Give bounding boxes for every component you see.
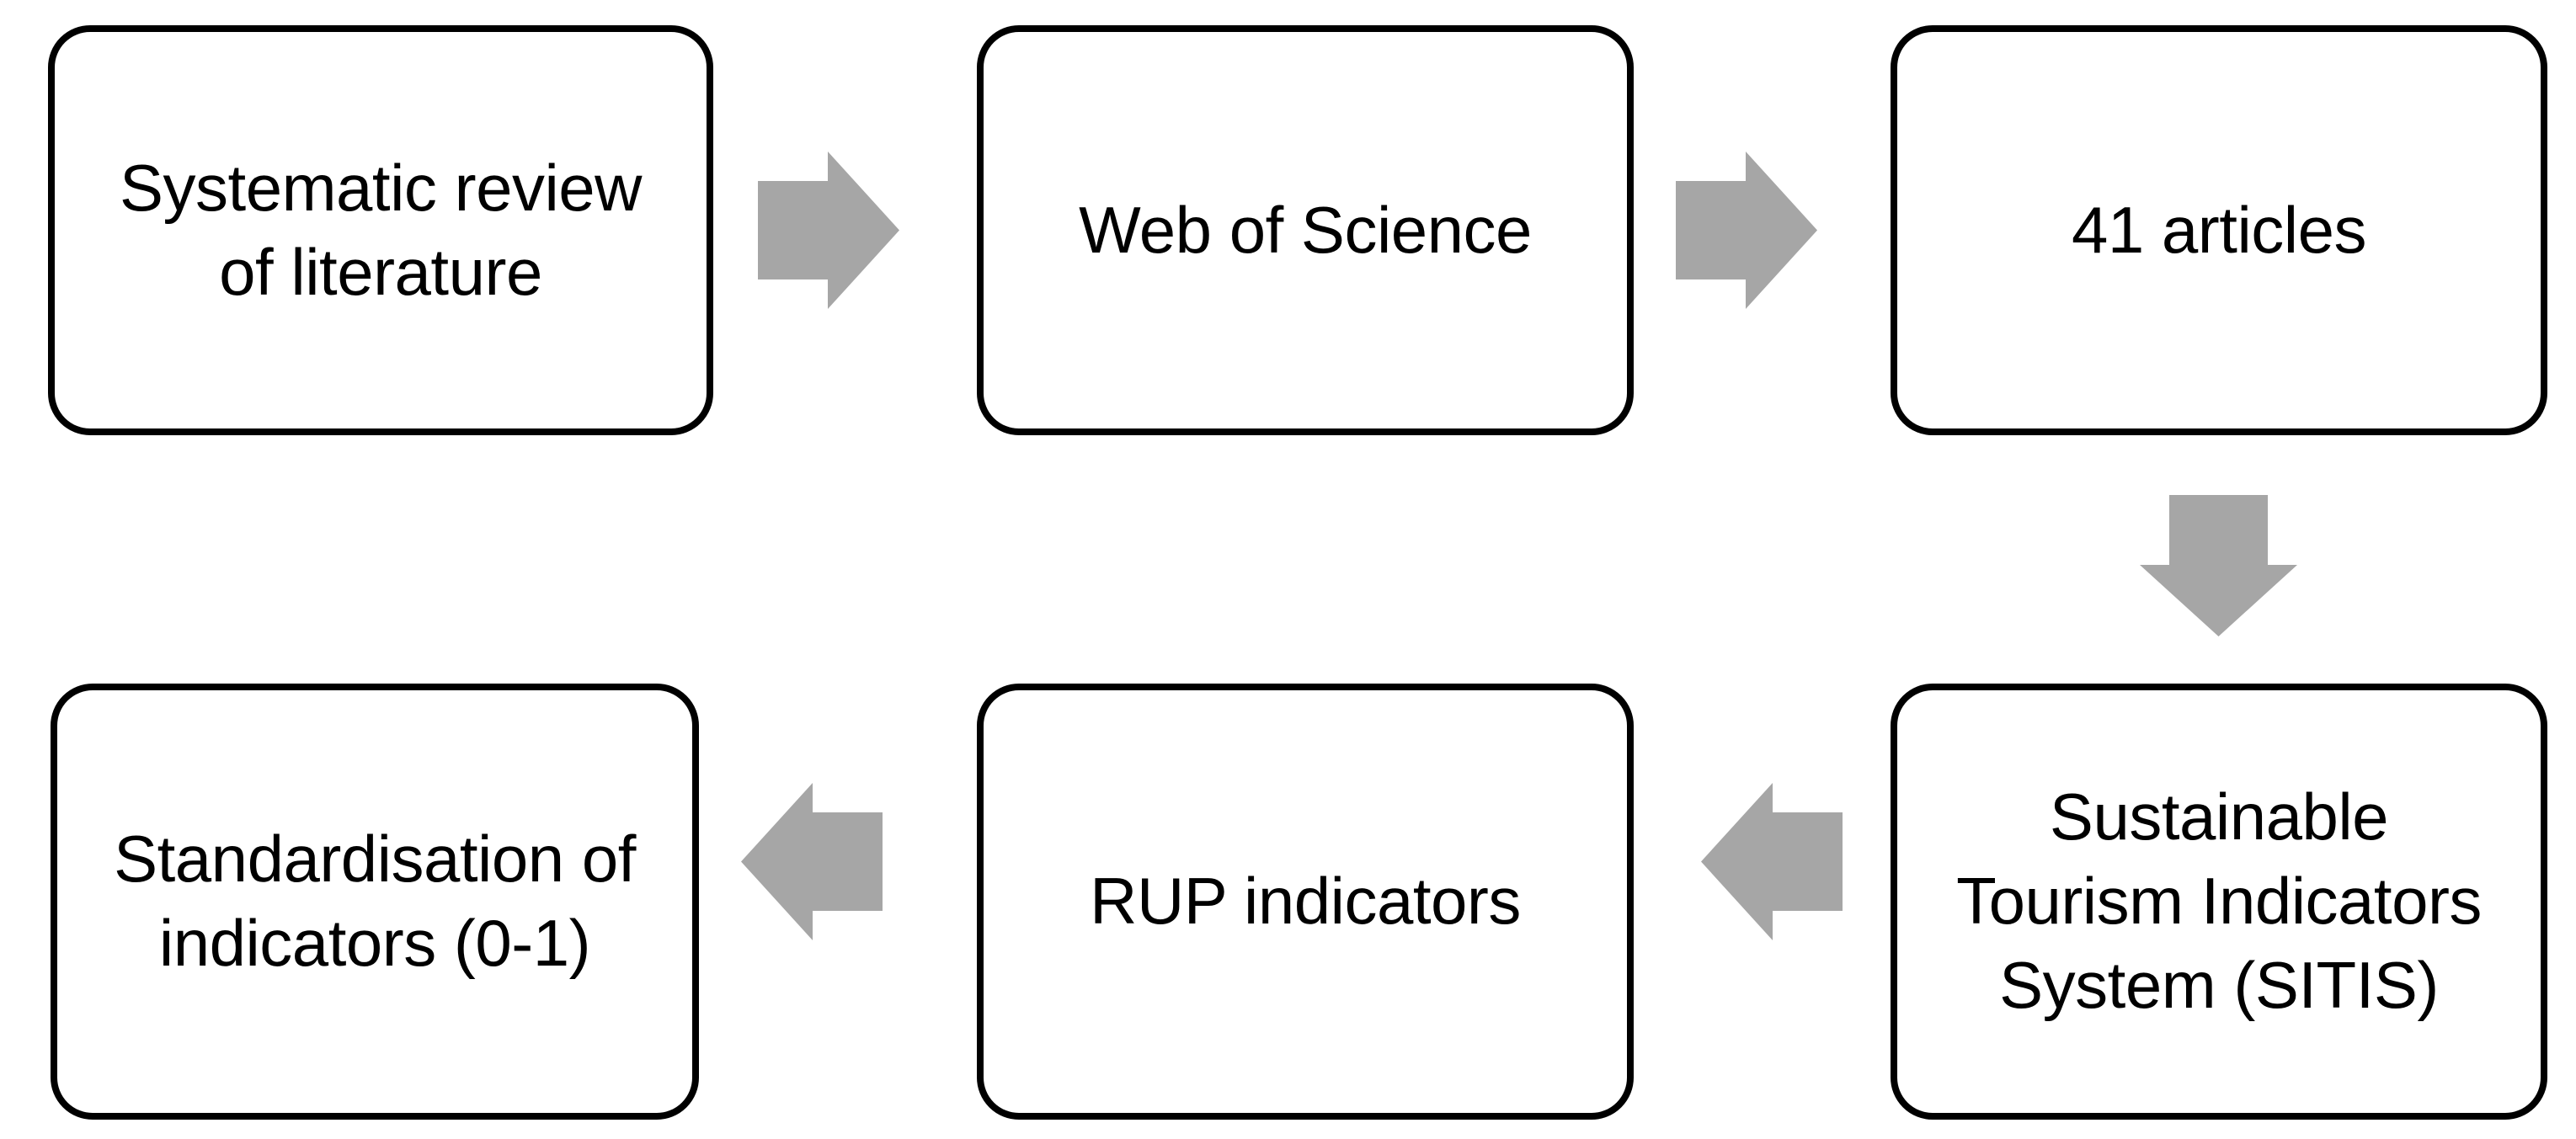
flow-node-web-of-science: Web of Science: [977, 25, 1634, 435]
block-arrow-left-shape: [1701, 783, 1843, 940]
flow-node-label: Sustainable Tourism Indicators System (S…: [1956, 780, 2482, 1022]
block-arrow-left-shape: [741, 783, 883, 940]
flow-node-label: Systematic review of literature: [120, 150, 643, 309]
flow-node-label: RUP indicators: [1090, 864, 1521, 939]
block-arrow-right-icon: [1676, 152, 1817, 309]
flow-node-label: Web of Science: [1079, 192, 1532, 267]
flow-node-sitis: Sustainable Tourism Indicators System (S…: [1891, 684, 2547, 1120]
flow-node-rup-indicators: RUP indicators: [977, 684, 1634, 1120]
block-arrow-down-shape: [2140, 495, 2297, 636]
block-arrow-right-icon: [758, 152, 899, 309]
flow-node-systematic-review: Systematic review of literature: [48, 25, 713, 435]
block-arrow-right-shape: [1676, 152, 1817, 309]
flow-node-label: Standardisation of indicators (0-1): [114, 822, 636, 980]
block-arrow-down-icon: [2140, 495, 2297, 636]
flow-node-label: 41 articles: [2072, 192, 2367, 267]
block-arrow-right-shape: [758, 152, 899, 309]
block-arrow-left-icon: [741, 783, 883, 940]
block-arrow-left-icon: [1701, 783, 1843, 940]
flow-node-standardisation: Standardisation of indicators (0-1): [51, 684, 699, 1120]
flow-node-41-articles: 41 articles: [1891, 25, 2547, 435]
